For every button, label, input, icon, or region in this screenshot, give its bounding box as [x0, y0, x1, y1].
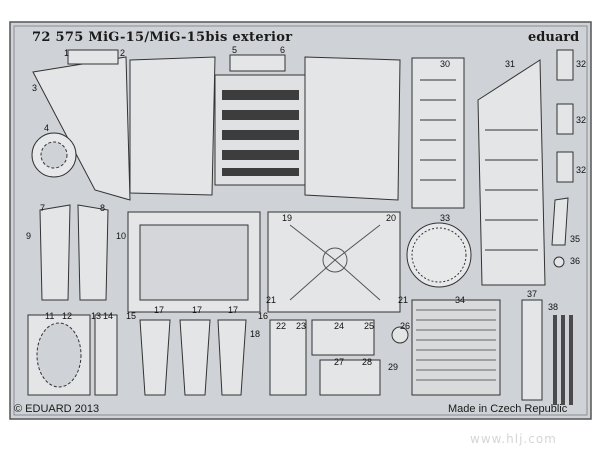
- part-number: 23: [296, 321, 307, 331]
- part-number: 32: [576, 115, 587, 125]
- part-number: 9: [26, 231, 32, 241]
- part-30-ladder: [411, 57, 465, 209]
- fret-inner-border: [13, 25, 588, 416]
- part-32-a: [556, 49, 574, 81]
- center-panel-slots: [222, 90, 299, 176]
- part-32-b: [556, 103, 574, 135]
- part-38-strips: [553, 315, 573, 405]
- part-34-hatching: [416, 309, 496, 381]
- part-number: 31: [505, 59, 516, 69]
- part-number: 12: [62, 311, 73, 321]
- part-27-28-block: [319, 359, 381, 396]
- part-31-ribs: [485, 129, 538, 251]
- part-number: 32: [576, 165, 587, 175]
- part-number: 10: [116, 231, 127, 241]
- part-32-c: [556, 151, 574, 183]
- watermark-text: www.hlj.com: [470, 432, 557, 446]
- part-13-14-strip: [94, 314, 118, 396]
- part-5-6-bar: [229, 54, 286, 72]
- part-26-disc: [391, 326, 409, 344]
- part-number: 17: [228, 305, 239, 315]
- part-number: 21: [266, 295, 277, 305]
- part-number: 11: [45, 311, 55, 321]
- part-number: 19: [282, 213, 293, 223]
- part-33-inner: [411, 227, 467, 283]
- fret-title: 72 575 MiG-15/MiG-15bis exterior: [32, 30, 293, 45]
- part-19-20-frame: [267, 211, 401, 313]
- part-number: 18: [250, 329, 261, 339]
- part-number: 20: [386, 213, 397, 223]
- part-number: 38: [548, 302, 559, 312]
- part-number: 15: [126, 311, 137, 321]
- part-35-bracket: [551, 197, 569, 246]
- part-number: 37: [527, 289, 538, 299]
- part-17-panels: [139, 319, 247, 396]
- part-number: 32: [576, 59, 587, 69]
- part-number: 13: [91, 311, 102, 321]
- part-number: 26: [400, 321, 411, 331]
- part-31-strip: [477, 59, 546, 286]
- part-number: 36: [570, 256, 581, 266]
- part-number: 8: [100, 203, 106, 213]
- brand-logo-text: eduard: [528, 30, 580, 45]
- ladder-rungs: [420, 79, 456, 181]
- part-right-flap: [304, 56, 401, 201]
- part-number: 33: [440, 213, 451, 223]
- part-number: 30: [440, 59, 451, 69]
- part-number: 1: [64, 48, 70, 58]
- part-number: 22: [276, 321, 287, 331]
- part-34-mesh: [411, 299, 501, 396]
- copyright-text: © EDUARD 2013: [14, 403, 100, 415]
- part-number: 35: [570, 234, 581, 244]
- part-number: 27: [334, 357, 345, 367]
- part-number: 4: [44, 123, 50, 133]
- part-number: 2: [120, 48, 126, 58]
- part-33-ring: [406, 222, 472, 288]
- part-number: 17: [192, 305, 203, 315]
- part-number: 16: [258, 311, 269, 321]
- part-36-disc: [553, 256, 565, 268]
- part-19-20-web: [289, 224, 381, 301]
- part-22-23-block: [269, 319, 307, 396]
- part-number: 29: [388, 362, 399, 372]
- part-7-frame: [39, 204, 71, 301]
- part-number: 24: [334, 321, 345, 331]
- part-number: 14: [103, 311, 114, 321]
- part-8-frame: [77, 204, 109, 301]
- part-4-inner: [40, 141, 68, 169]
- part-37-strip: [521, 299, 543, 401]
- part-number: 5: [232, 45, 238, 55]
- part-number: 34: [455, 295, 466, 305]
- part-24-25-block: [311, 319, 375, 356]
- part-11-oval: [36, 322, 82, 388]
- part-number: 28: [362, 357, 373, 367]
- origin-text: Made in Czech Republic: [448, 403, 568, 415]
- part-1-pins: [67, 49, 119, 65]
- part-number: 3: [32, 83, 38, 93]
- part-number: 6: [280, 45, 286, 55]
- part-number: 25: [364, 321, 375, 331]
- part-number: 7: [40, 203, 46, 213]
- part-number: 21: [398, 295, 409, 305]
- part-left-flap: [129, 56, 216, 196]
- part-cockpit-inner: [139, 224, 249, 301]
- part-number: 17: [154, 305, 165, 315]
